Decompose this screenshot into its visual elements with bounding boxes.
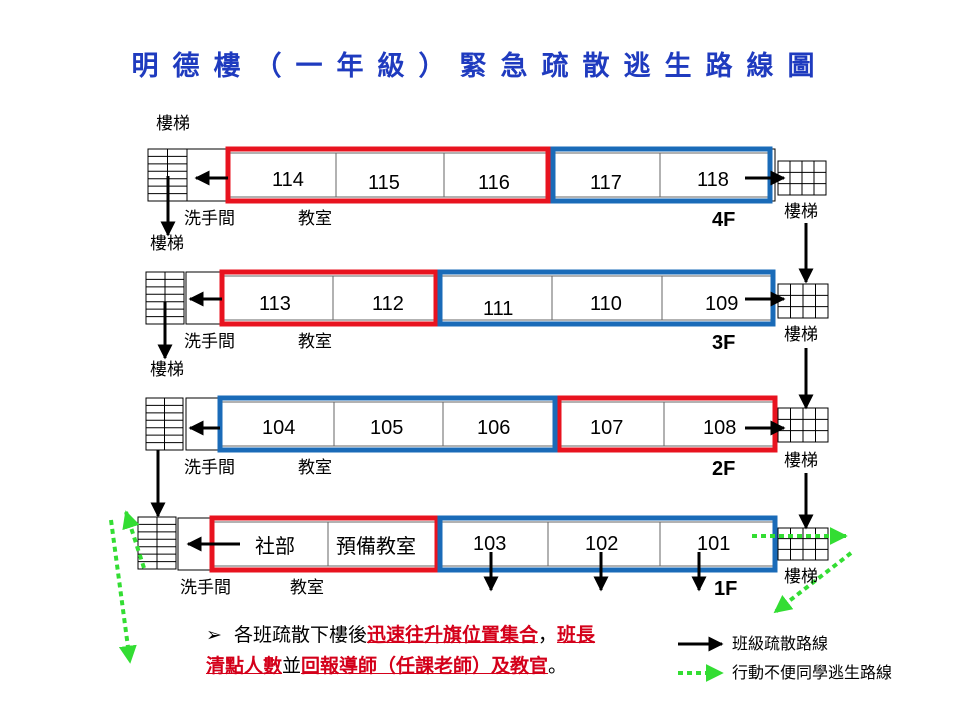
green-route-1f-left-up [122,510,146,569]
floor-3f-right-stair-label: 樓梯 [784,325,818,345]
floor-3f-room-label-1: 113 [259,293,291,315]
floor-4f-right-stair-label: 樓梯 [784,202,818,222]
floor-3f-room-4 [551,275,663,321]
floor-1f-room-label-1: 社部 [255,534,295,558]
note-text-2: ， [538,624,558,646]
floor-4f-room-label-2: 115 [368,172,400,194]
floor-2f-room-3 [442,401,557,447]
floor-4f-classroom-label: 教室 [298,209,332,229]
floor-2f [185,395,778,453]
routes-layer [109,170,853,664]
floor-2f-room-label-2: 105 [370,417,404,439]
floor-3f-right-stair [777,283,829,319]
floor-2f-right-stair [777,407,829,443]
legend-dotted-label: 行動不便同學逃生路線 [732,663,893,682]
floor-3f-below-stair-label: 樓梯 [150,360,184,380]
note-highlight-1: 迅速往升旗位置集合 [367,624,539,646]
green-route-1f-left-down [109,519,137,664]
floor-1f-right-stair-label: 樓梯 [784,567,818,587]
floor-4f-top-stair-label: 樓梯 [156,114,190,134]
floor-4f-room-label-3: 116 [478,172,510,194]
floor-3f-room-3 [439,275,553,321]
floor-3f-floor-label: 3F [712,332,736,354]
floor-4f-room-1 [227,152,337,198]
floor-4f-room-4 [551,152,661,198]
floor-4f-floor-label: 4F [712,209,736,231]
legend-solid-label: 班級疏散路線 [732,634,829,653]
floor-3f-room-2 [332,275,441,321]
floor-2f-blue-group [217,395,558,453]
floor-4f-restroom-label: 洗手間 [184,209,235,229]
floor-4f-below-stair-label: 樓梯 [150,234,184,254]
floor-3f-room-label-2: 112 [372,293,404,315]
floor-1f-left-stair [137,516,177,570]
floor-1f-room-label-4: 102 [585,533,619,555]
floor-1f-room-4 [547,521,661,567]
floor-3f-classroom-label: 教室 [298,332,332,352]
green-route-1f-right-down [773,551,853,614]
floor-1f-blue-group [437,515,778,573]
note-text-4: 。 [548,655,568,677]
floor-4f-blue-group [550,146,773,204]
floor-2f-restroom-label: 洗手間 [184,458,235,478]
floor-4f-right-stair [777,160,827,196]
floor-2f-room-label-4: 107 [590,417,624,439]
floor-1f-classroom-label: 教室 [290,578,324,598]
floor-4f-room-2 [335,152,445,198]
floor-2f-room-label-5: 108 [703,417,737,439]
floor-3f-room-label-3: 111 [483,298,514,320]
floor-3f-room-label-5: 109 [705,293,739,315]
floor-1f-room-label-2: 預備教室 [336,534,416,558]
note-highlight-3: 回報導師（任課老師）及教官 [301,655,549,677]
floor-4f-red-group [225,146,551,204]
floor-4f [185,146,776,204]
floor-4f-room-5 [659,152,771,198]
floor-2f-classroom-label: 教室 [298,458,332,478]
floor-2f-floor-label: 2F [712,458,736,480]
note-highlight-2: 班長清點人數 [206,624,596,677]
floor-1f [177,515,778,573]
floor-1f-room-5 [659,521,776,567]
floors-layer [137,146,829,573]
floor-3f [185,269,776,327]
bullet-icon: ➢ [206,624,222,646]
floor-1f-room-3 [439,521,549,567]
floor-1f-right-stair [777,527,829,561]
evacuation-note: ➢ 各班疏散下樓後迅速往升旗位置集合，班長清點人數並回報導師（任課老師）及教官。 [206,620,606,682]
floor-4f-room-label-4: 117 [590,172,622,194]
floor-4f-room-label-1: 114 [272,169,304,191]
floor-2f-room-label-3: 106 [477,417,511,439]
note-text-1: 各班疏散下樓後 [234,624,368,646]
floor-2f-room-2 [333,401,444,447]
page-title: 明德樓（一年級）緊急疏散逃生路線圖 [131,51,829,82]
floor-2f-right-stair-label: 樓梯 [784,451,818,471]
note-text-3: 並 [282,655,302,677]
floor-3f-room-label-4: 110 [590,293,622,315]
floor-2f-room-label-1: 104 [262,417,296,439]
floor-4f-room-label-5: 118 [697,169,729,191]
floor-1f-restroom-label: 洗手間 [180,578,231,598]
floor-1f-room-label-5: 101 [697,533,731,555]
floor-2f-left-stair [145,397,184,451]
floor-4f-room-3 [443,152,553,198]
floor-1f-room-label-3: 103 [473,533,507,555]
floor-1f-floor-label: 1F [714,578,738,600]
floor-3f-restroom-label: 洗手間 [184,332,235,352]
